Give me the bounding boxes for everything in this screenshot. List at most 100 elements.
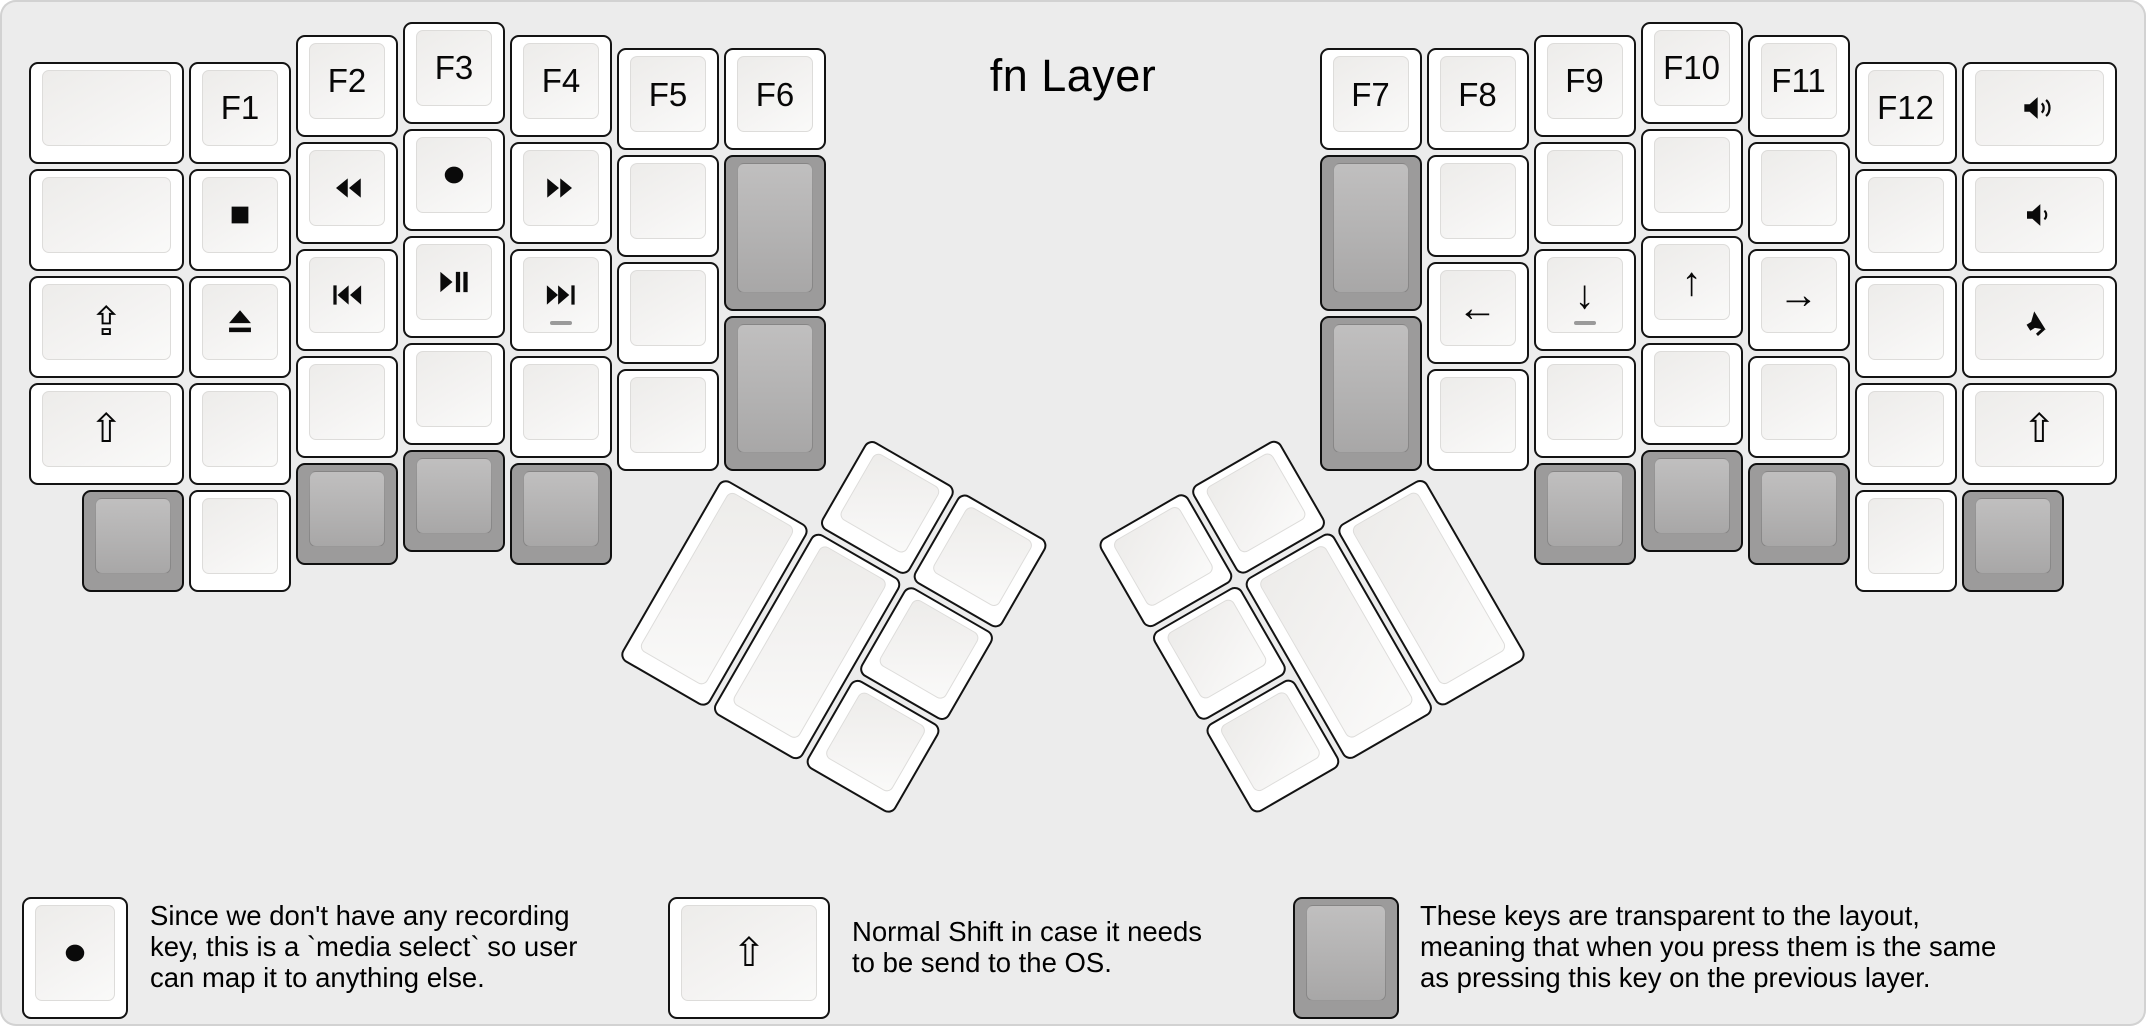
- rewind-icon: [330, 173, 364, 203]
- key-eject: [189, 275, 291, 378]
- key-f1: F1: [189, 61, 291, 164]
- keytop: [309, 149, 385, 226]
- keytop: [1332, 163, 1409, 293]
- key-f10: F10: [1640, 21, 1743, 124]
- keytop: [1306, 905, 1386, 1001]
- key-label: F6: [755, 75, 795, 113]
- key-blank: [1533, 355, 1636, 458]
- keytop: →: [1760, 256, 1837, 333]
- key-blank: [617, 477, 811, 710]
- keytop: [1867, 176, 1944, 253]
- keytop: [1257, 544, 1415, 741]
- mute-icon: [2020, 305, 2058, 339]
- keytop: [416, 350, 492, 427]
- key-label: F12: [1877, 89, 1934, 127]
- keytop: ↓: [1546, 256, 1623, 333]
- keytop: [41, 176, 171, 253]
- keytop: [202, 283, 278, 360]
- keytop: [638, 490, 796, 688]
- key-transparent: [1640, 449, 1743, 552]
- keytop: [930, 504, 1035, 609]
- keytop: F2: [309, 42, 385, 119]
- key-shift: ⇧: [1961, 382, 2117, 485]
- key-blank: [1426, 155, 1529, 258]
- stop-icon: [225, 200, 255, 230]
- key-transparent: [1319, 155, 1422, 311]
- key-f11: F11: [1747, 34, 1850, 137]
- keytop: ←: [1439, 270, 1516, 347]
- keytop: [737, 323, 813, 454]
- key-shift: ⇧: [28, 382, 184, 485]
- keytop: [1350, 490, 1508, 688]
- keytop: [202, 497, 278, 574]
- keytop: [1546, 149, 1623, 226]
- volume-down-icon: [2019, 199, 2059, 231]
- keytop: [1439, 377, 1516, 454]
- key-arrow-up: ↑: [1640, 235, 1743, 338]
- layer-title: fn Layer: [989, 50, 1157, 101]
- key-f7: F7: [1319, 48, 1422, 151]
- keytop: F4: [523, 42, 599, 119]
- keytop: [1653, 457, 1730, 534]
- keytop: [1867, 497, 1944, 574]
- key-blank: [1242, 530, 1435, 763]
- key-label: F10: [1663, 49, 1720, 86]
- key-blank: [910, 491, 1050, 631]
- key-blank: [28, 61, 184, 164]
- keytop: [1760, 470, 1837, 547]
- keytop: [523, 149, 599, 226]
- key-label: F2: [327, 62, 367, 100]
- key-f8: F8: [1426, 48, 1529, 151]
- key-blank: [710, 530, 904, 763]
- key-blank: [296, 355, 398, 458]
- key-blank: [1202, 676, 1343, 817]
- key-transparent: [510, 462, 612, 565]
- key-blank: [617, 369, 719, 472]
- key-fast-forward: [510, 141, 612, 244]
- key-blank: [1334, 477, 1528, 710]
- keytop: [1974, 283, 2104, 360]
- key-transparent: [296, 462, 398, 565]
- keytop: [95, 497, 171, 574]
- key-blank: [1533, 141, 1636, 244]
- keytop: [1974, 176, 2104, 253]
- record-icon: [58, 938, 92, 968]
- key-label: ⇪: [89, 299, 123, 344]
- key-blank: [617, 155, 719, 258]
- key-blank: [817, 438, 957, 578]
- key-arrow-left: ←: [1426, 262, 1529, 365]
- key-blank: [1854, 382, 1957, 485]
- keytop: [630, 270, 706, 347]
- key-transparent: [1961, 489, 2064, 592]
- keytop: [309, 256, 385, 333]
- keytop: [1111, 504, 1215, 609]
- keytop: [416, 243, 492, 320]
- key-f3: F3: [403, 21, 505, 124]
- key-volume-down: [1961, 168, 2117, 271]
- keytop: F1: [202, 69, 278, 146]
- homing-bar: [1573, 321, 1596, 325]
- key-blank: [403, 342, 505, 445]
- next-track-icon: [543, 280, 579, 310]
- key-blank: [856, 584, 997, 724]
- key-label: →: [1778, 272, 1819, 317]
- key-f9: F9: [1533, 34, 1636, 137]
- keytop: [523, 256, 599, 333]
- keytop: [1164, 597, 1269, 702]
- keytop: F11: [1760, 42, 1837, 119]
- key-blank: [1747, 355, 1850, 458]
- keytop: [1867, 390, 1944, 467]
- keytop: [837, 451, 942, 556]
- legend-transparent-keys-text: These keys are transparent to the layout…: [1420, 900, 1997, 993]
- keytop: ↑: [1653, 243, 1730, 320]
- key-record: [403, 128, 505, 231]
- keytop: [41, 69, 171, 146]
- key-blank: [1149, 584, 1289, 724]
- legend-media-select-key-icon: [22, 897, 128, 1019]
- key-transparent: [1533, 462, 1636, 565]
- key-blank: [1854, 168, 1957, 271]
- key-label: ↓: [1574, 272, 1595, 317]
- keytop: [309, 470, 385, 547]
- key-blank: [1640, 342, 1743, 445]
- keytop: F8: [1439, 56, 1516, 133]
